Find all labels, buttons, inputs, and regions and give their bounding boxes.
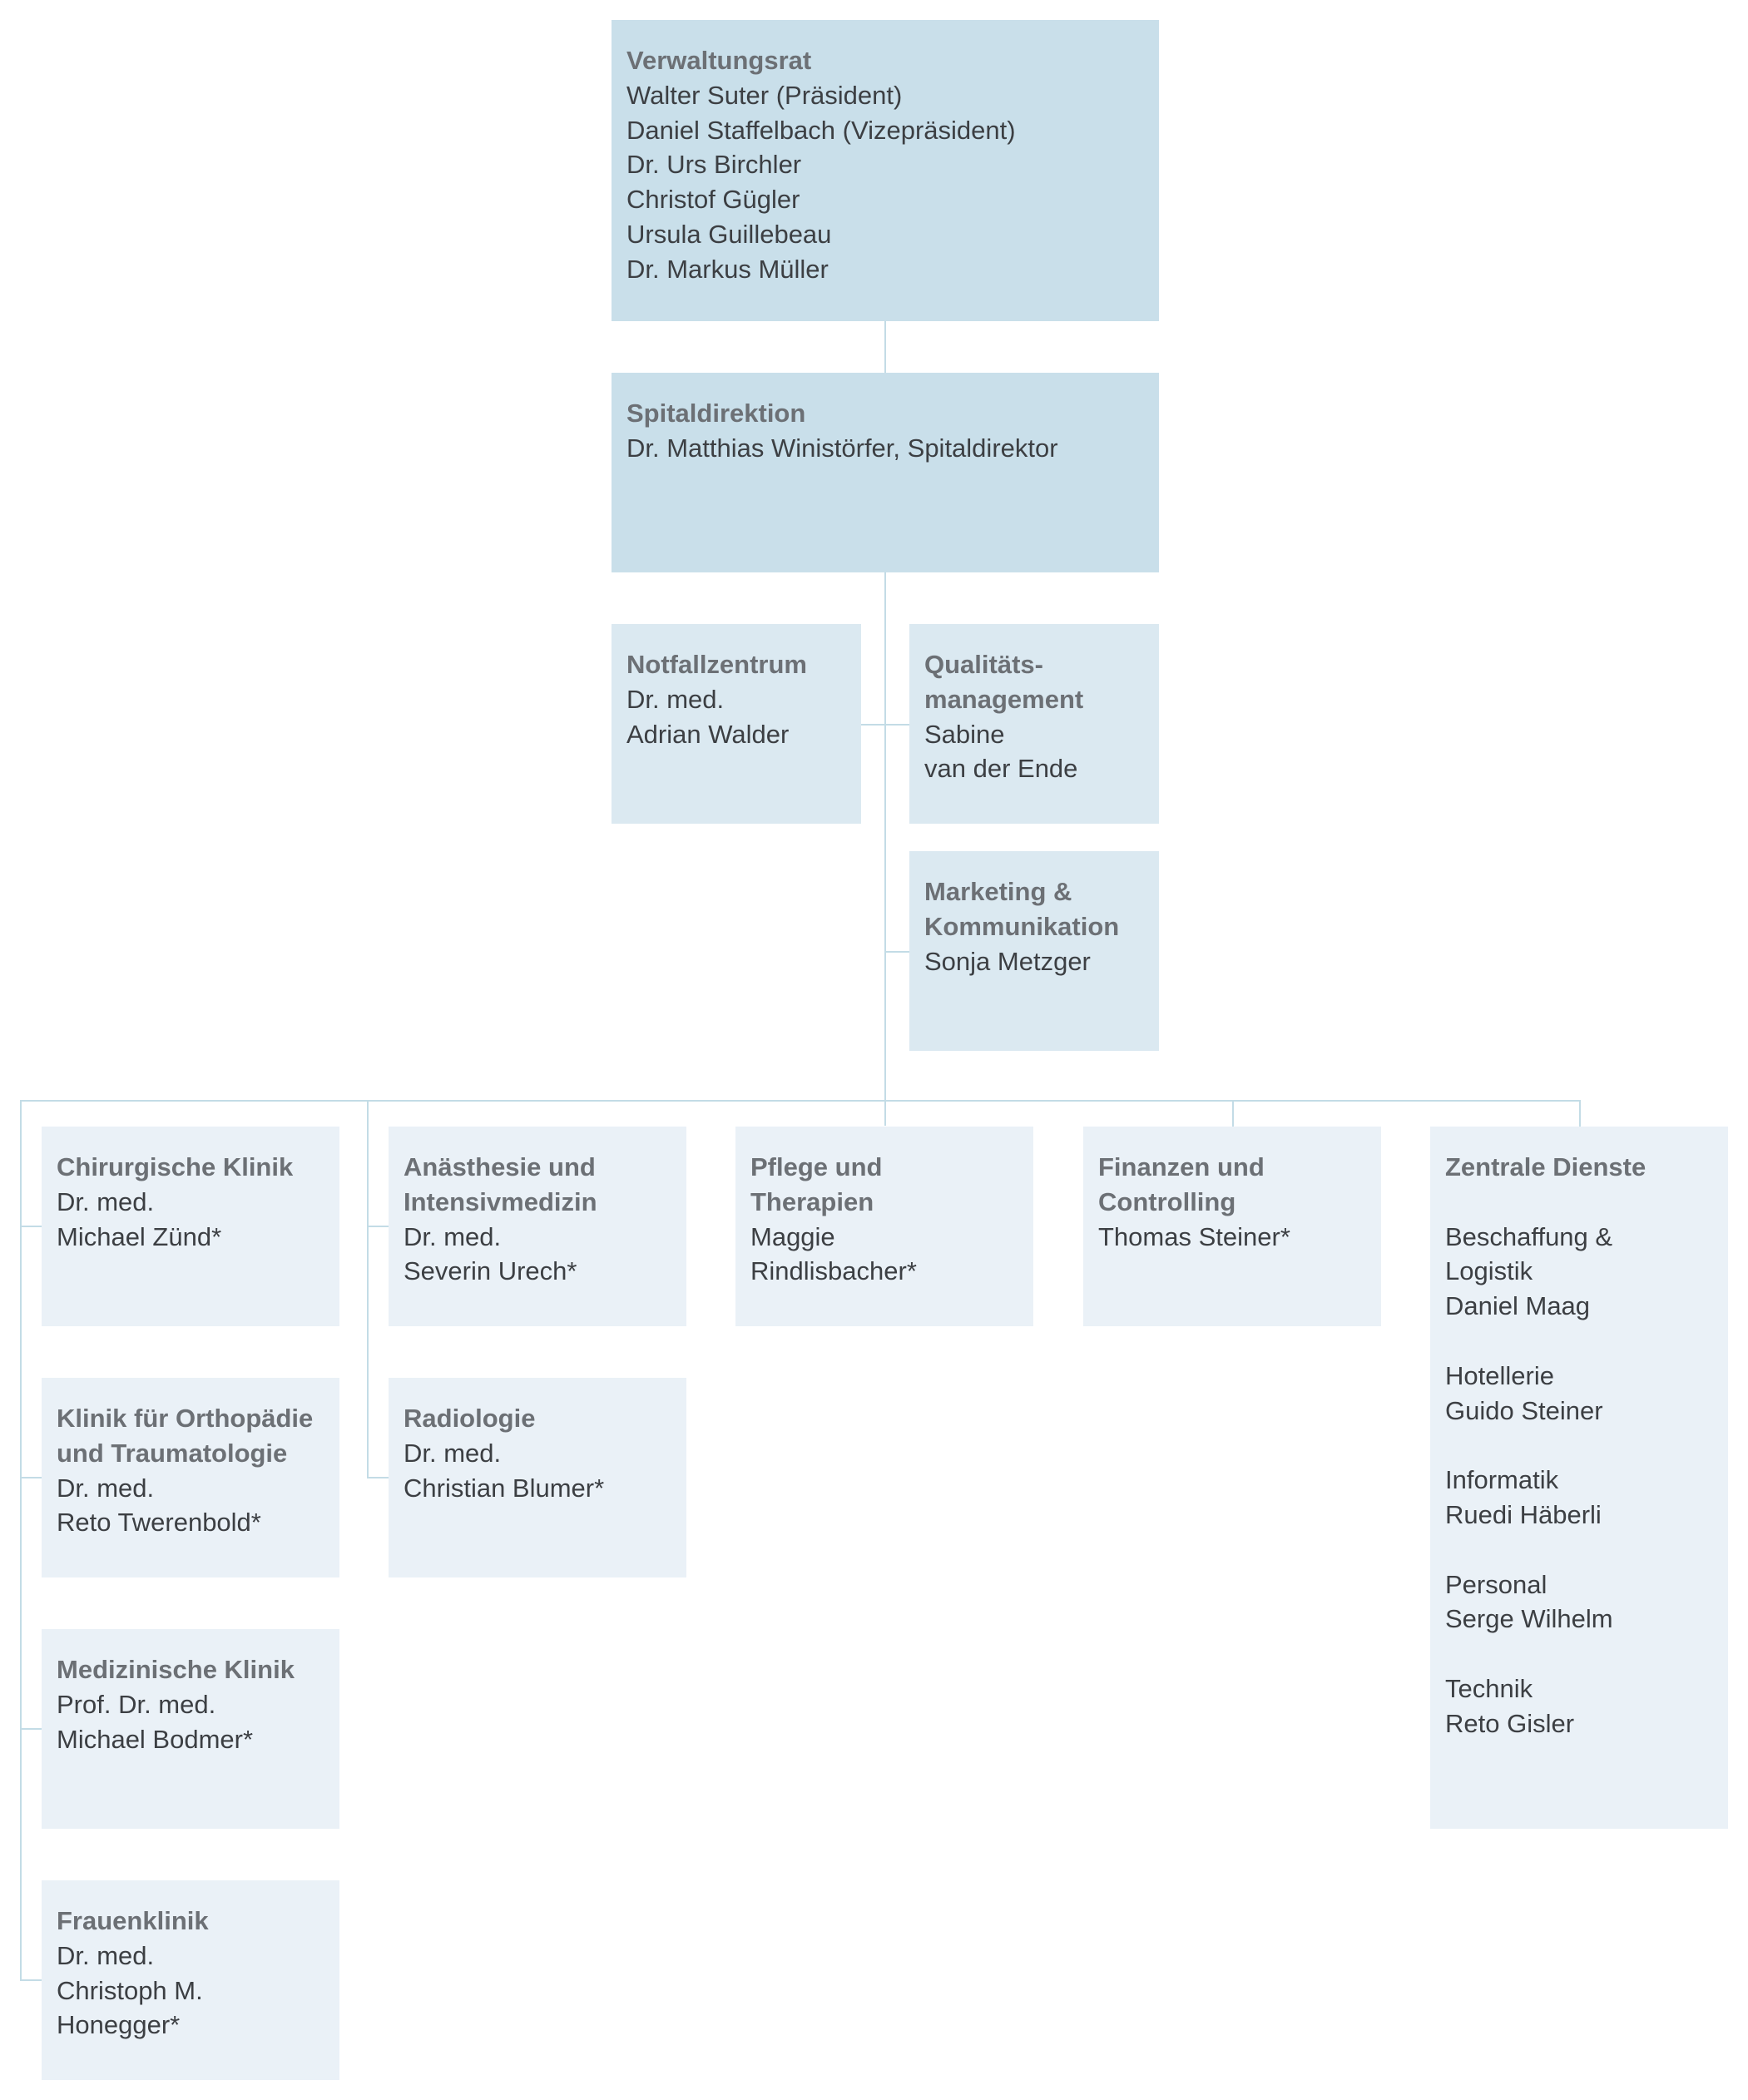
medizinische-klinik-box: Medizinische Klinik Prof. Dr. med. Micha… bbox=[42, 1629, 339, 1829]
box-members: Maggie Rindlisbacher* bbox=[750, 1221, 917, 1286]
box-title: Marketing & Kommunikation bbox=[924, 877, 1120, 941]
box-title: Zentrale Dienste bbox=[1445, 1152, 1646, 1181]
box-members: Dr. med. Christoph M. Honegger* bbox=[57, 1940, 203, 2040]
radiologie-box: Radiologie Dr. med. Christian Blumer* bbox=[389, 1378, 686, 1577]
connector-line bbox=[884, 321, 886, 373]
box-members: Dr. med. Adrian Walder bbox=[626, 684, 790, 749]
box-title: Chirurgische Klinik bbox=[57, 1152, 294, 1181]
box-title: Finanzen und Controlling bbox=[1098, 1152, 1265, 1216]
box-title: Radiologie bbox=[404, 1404, 536, 1433]
box-members: Dr. med. Reto Twerenbold* bbox=[57, 1473, 261, 1538]
box-members: Dr. med. Christian Blumer* bbox=[404, 1438, 605, 1503]
anaesthesie-box: Anästhesie und Intensivmedizin Dr. med. … bbox=[389, 1127, 686, 1326]
frauenklinik-box: Frauenklinik Dr. med. Christoph M. Honeg… bbox=[42, 1880, 339, 2080]
box-title: Qualitäts- management bbox=[924, 650, 1084, 714]
box-members: Beschaffung & Logistik Daniel Maag Hotel… bbox=[1445, 1221, 1613, 1738]
zentrale-dienste-box: Zentrale Dienste Beschaffung & Logistik … bbox=[1430, 1127, 1728, 1829]
box-members: Sabine van der Ende bbox=[924, 719, 1078, 784]
box-members: Dr. Matthias Winistörfer, Spitaldirektor bbox=[626, 433, 1058, 463]
connector-line bbox=[20, 1979, 42, 1981]
box-title: Notfallzentrum bbox=[626, 650, 807, 679]
notfallzentrum-box: Notfallzentrum Dr. med. Adrian Walder bbox=[612, 624, 861, 824]
orthopaedie-box: Klinik für Orthopädie und Traumatologie … bbox=[42, 1378, 339, 1577]
connector-line bbox=[367, 1226, 389, 1227]
box-title: Spitaldirektion bbox=[626, 399, 806, 428]
box-members: Prof. Dr. med. Michael Bodmer* bbox=[57, 1689, 254, 1754]
box-title: Klinik für Orthopädie und Traumatologie bbox=[57, 1404, 314, 1468]
pflege-box: Pflege und Therapien Maggie Rindlisbache… bbox=[735, 1127, 1033, 1326]
box-members: Sonja Metzger bbox=[924, 946, 1091, 976]
qualitaetsmanagement-box: Qualitäts- management Sabine van der End… bbox=[909, 624, 1159, 824]
marketing-box: Marketing & Kommunikation Sonja Metzger bbox=[909, 851, 1159, 1051]
connector-line bbox=[20, 1728, 42, 1730]
connector-line bbox=[20, 1226, 42, 1227]
connector-line bbox=[884, 951, 909, 953]
box-title: Medizinische Klinik bbox=[57, 1655, 295, 1684]
box-title: Verwaltungsrat bbox=[626, 46, 812, 75]
verwaltungsrat-box: Verwaltungsrat Walter Suter (Präsident) … bbox=[612, 20, 1159, 321]
box-members: Thomas Steiner* bbox=[1098, 1221, 1290, 1251]
finanzen-box: Finanzen und Controlling Thomas Steiner* bbox=[1083, 1127, 1381, 1326]
box-title: Anästhesie und Intensivmedizin bbox=[404, 1152, 597, 1216]
box-title: Pflege und Therapien bbox=[750, 1152, 883, 1216]
box-members: Walter Suter (Präsident) Daniel Staffelb… bbox=[626, 80, 1016, 284]
connector-line bbox=[20, 1100, 1581, 1102]
connector-line bbox=[1579, 1100, 1581, 1127]
connector-line bbox=[367, 1100, 369, 1478]
connector-line bbox=[20, 1477, 42, 1478]
connector-line bbox=[861, 724, 909, 726]
box-title: Frauenklinik bbox=[57, 1906, 209, 1935]
spitaldirektion-box: Spitaldirektion Dr. Matthias Winistörfer… bbox=[612, 373, 1159, 572]
connector-line bbox=[20, 1100, 22, 1981]
connector-line bbox=[367, 1477, 389, 1478]
chirurgische-klinik-box: Chirurgische Klinik Dr. med. Michael Zün… bbox=[42, 1127, 339, 1326]
connector-line bbox=[884, 572, 886, 1126]
box-members: Dr. med. Severin Urech* bbox=[404, 1221, 577, 1286]
connector-line bbox=[1232, 1100, 1234, 1127]
box-members: Dr. med. Michael Zünd* bbox=[57, 1186, 222, 1251]
